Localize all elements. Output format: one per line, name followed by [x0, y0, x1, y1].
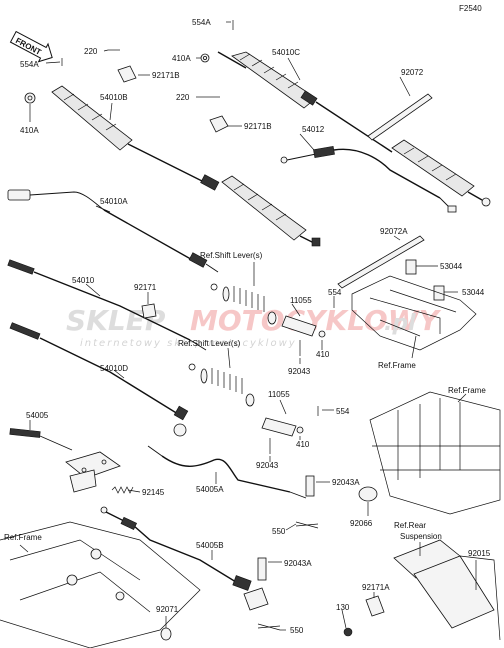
grommet-92066 [358, 486, 378, 502]
label-92072: 92072 [401, 68, 424, 77]
watermark-brand-right: MOTOCYKLOWY [190, 304, 442, 337]
cable-tie-92072A [337, 235, 425, 289]
label-11055-b: 11055 [268, 390, 290, 399]
label-54010D: 54010D [100, 364, 128, 373]
clamp-92171A [365, 595, 385, 617]
label-ref-frame-right: Ref.Frame [378, 361, 416, 370]
pin-92043A-a [305, 475, 315, 497]
cotter-pin-550-b [257, 623, 281, 631]
label-92043-a: 92043 [288, 367, 311, 376]
cable-54010 [7, 259, 207, 351]
label-220-a: 220 [84, 47, 98, 56]
label-54005A: 54005A [196, 485, 224, 494]
grommet-92071 [160, 627, 172, 641]
cotter-pin-550-a [295, 521, 319, 529]
label-92171B-b: 92171B [244, 122, 272, 131]
label-ref-shift-lever-1: Ref.Shift Lever(s) [200, 251, 263, 260]
cable-54010D [9, 322, 189, 437]
label-92043A-a: 92043A [332, 478, 360, 487]
label-54005B: 54005B [196, 541, 224, 550]
cable-54012 [280, 145, 457, 213]
label-53044-b: 53044 [462, 288, 485, 297]
label-554A-top: 554A [192, 18, 211, 27]
label-53044-a: 53044 [440, 262, 463, 271]
clip-410-b [296, 426, 304, 434]
cable-54010B [24, 85, 321, 247]
rear-suspension-bracket [393, 539, 501, 641]
cable-54005A [147, 445, 307, 499]
clamp-92171B-a [117, 65, 137, 83]
label-ref-rear-2: Suspension [400, 532, 442, 541]
label-54012: 54012 [302, 125, 325, 134]
watermark: SKLEP MOTOCYKLOWY .pl internetowy sklep … [66, 304, 442, 349]
figure-code: F2540 [459, 4, 482, 13]
label-92145: 92145 [142, 488, 165, 497]
clip-92171 [141, 303, 157, 319]
spring-92145 [111, 486, 134, 494]
frame-left-bottom [0, 521, 201, 648]
cable-54005 [9, 428, 121, 493]
label-54010C: 54010C [272, 48, 300, 57]
label-92043-b: 92043 [256, 461, 279, 470]
shift-lever-bracket-11055-a [281, 315, 317, 337]
cable-54005B [100, 506, 269, 611]
label-92043A-b: 92043A [284, 559, 312, 568]
label-54010A: 54010A [100, 197, 128, 206]
cable-54010C [217, 51, 491, 207]
frame-right-middle [351, 275, 477, 351]
clamp-92171B-b [209, 115, 229, 133]
clip-410-a [318, 330, 326, 338]
shift-lever-bracket-11055-b [261, 417, 297, 437]
label-550-a: 550 [272, 527, 286, 536]
label-92171A: 92171A [362, 583, 390, 592]
label-54010B: 54010B [100, 93, 128, 102]
label-410-b: 410 [296, 440, 310, 449]
label-11055-a: 11055 [290, 296, 312, 305]
label-554-a: 554 [328, 288, 342, 297]
label-92066: 92066 [350, 519, 373, 528]
frame-right-lower [369, 391, 501, 515]
label-410-a: 410 [316, 350, 330, 359]
label-ref-frame-left: Ref.Frame [4, 533, 42, 542]
label-92071: 92071 [156, 605, 179, 614]
label-220-b: 220 [176, 93, 190, 102]
label-92171B-a: 92171B [152, 71, 180, 80]
label-130: 130 [336, 603, 350, 612]
label-92015: 92015 [468, 549, 491, 558]
leader-lines [19, 21, 477, 631]
cable-54010A [7, 189, 219, 273]
label-410A-left: 410A [20, 126, 39, 135]
cable-tie-92072 [367, 93, 433, 141]
label-550-b: 550 [290, 626, 304, 635]
label-92072A: 92072A [380, 227, 408, 236]
shift-lever-assembly-1 [210, 283, 317, 337]
label-92171: 92171 [134, 283, 157, 292]
part-labels: 554A 220 554A 410A 54010C 92171B 92072 4… [4, 18, 491, 635]
label-410A-top: 410A [172, 54, 191, 63]
shift-lever-assembly-2 [188, 363, 297, 437]
label-ref-rear-1: Ref.Rear [394, 521, 426, 530]
label-554-b: 554 [336, 407, 350, 416]
label-ref-frame-far: Ref.Frame [448, 386, 486, 395]
block-53044-a [405, 259, 417, 275]
label-54010: 54010 [72, 276, 95, 285]
label-54005: 54005 [26, 411, 49, 420]
watermark-subtitle: internetowy sklep motocyklowy [80, 338, 297, 349]
label-ref-shift-lever-2: Ref.Shift Lever(s) [178, 339, 241, 348]
bolt-130 [343, 627, 353, 637]
label-554A-left: 554A [20, 60, 39, 69]
pin-92043A-b [257, 557, 267, 581]
